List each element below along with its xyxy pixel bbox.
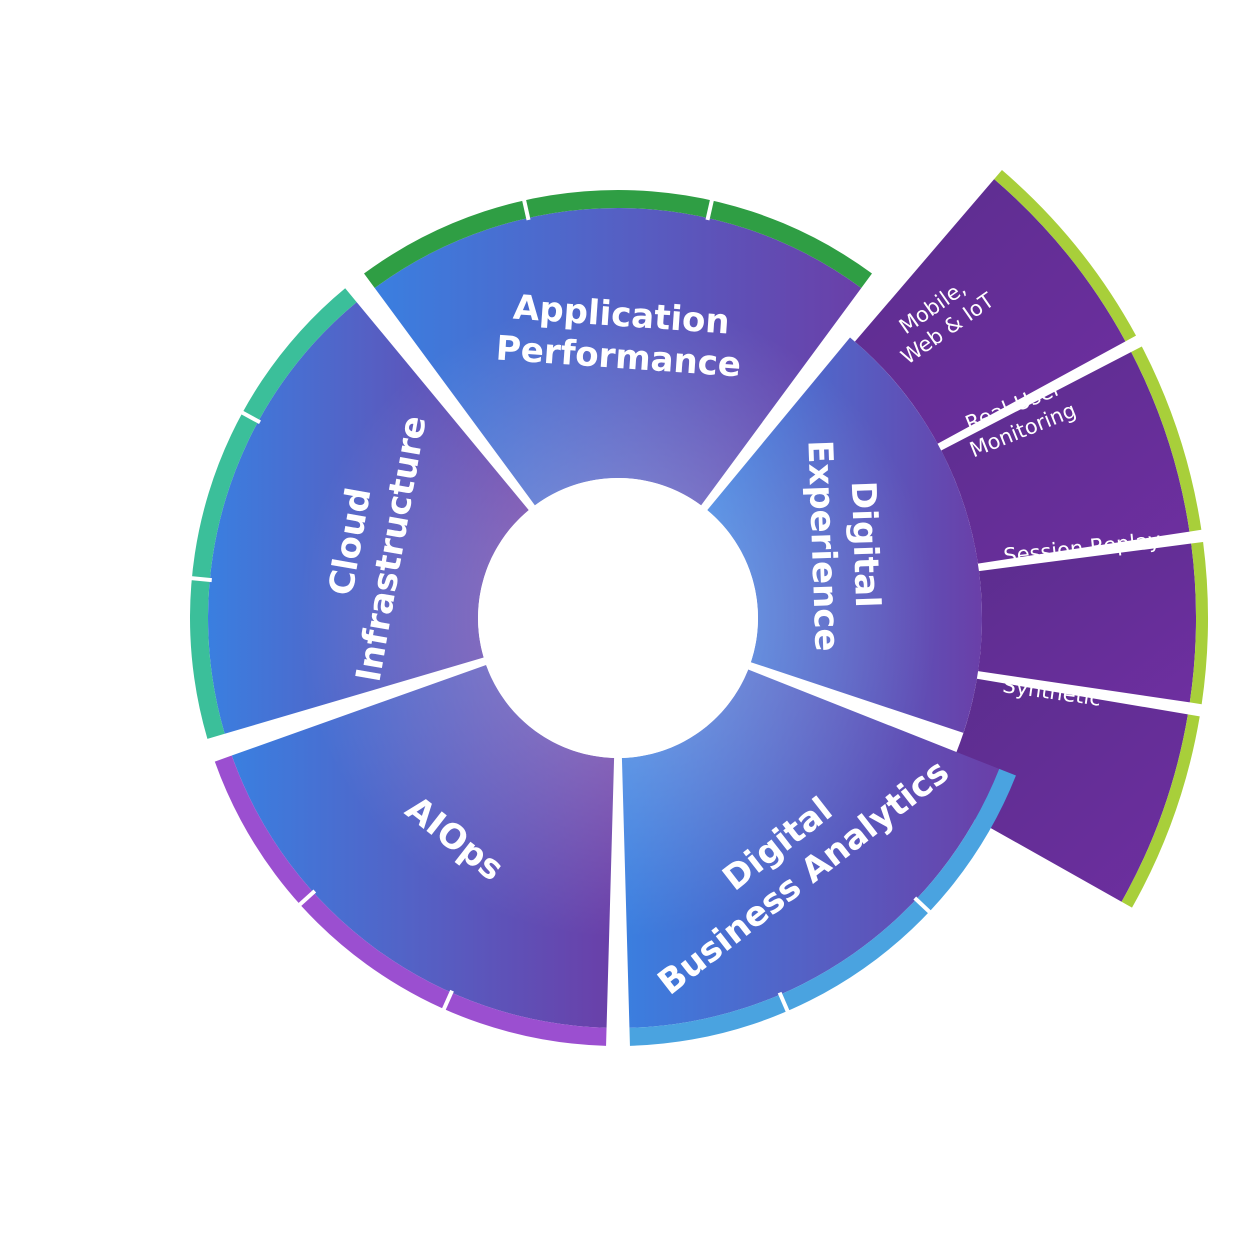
ring-tick: [913, 896, 933, 915]
ring-tick: [521, 198, 531, 221]
ring-tick: [705, 198, 715, 221]
subsegment-ring-session-replay: [1189, 542, 1208, 705]
label-digital-experience: DigitalExperience: [799, 438, 888, 652]
center-hole: [478, 478, 758, 758]
segment-ring-aiops: [214, 755, 607, 1046]
label-line: Experience: [799, 439, 846, 652]
ring-tick: [189, 576, 212, 583]
digital-experience-subsegments: [854, 170, 1208, 908]
subsegment-ring-mobile-web-iot: [994, 170, 1137, 342]
segment-ring-application-performance: [364, 190, 872, 288]
subsegment-mobile-web-iot[interactable]: [854, 179, 1126, 444]
subsegment-synthetic[interactable]: [935, 678, 1188, 902]
segment-ring-digital-business-analytics: [629, 768, 1016, 1046]
ring-tick: [777, 991, 791, 1014]
main-segments: [189, 190, 1016, 1046]
subsegment-ring-synthetic: [1121, 714, 1200, 908]
label-line: Digital: [843, 480, 887, 608]
segment-ring-cloud-infrastructure: [189, 288, 357, 739]
ring-tick: [297, 889, 317, 908]
subsegment-ring-real-user-monitoring: [1131, 346, 1202, 532]
ring-tick: [239, 409, 261, 425]
subsegment-session-replay[interactable]: [978, 543, 1196, 703]
subsegment-real-user-monitoring[interactable]: [941, 352, 1190, 564]
ring-tick: [441, 989, 454, 1012]
